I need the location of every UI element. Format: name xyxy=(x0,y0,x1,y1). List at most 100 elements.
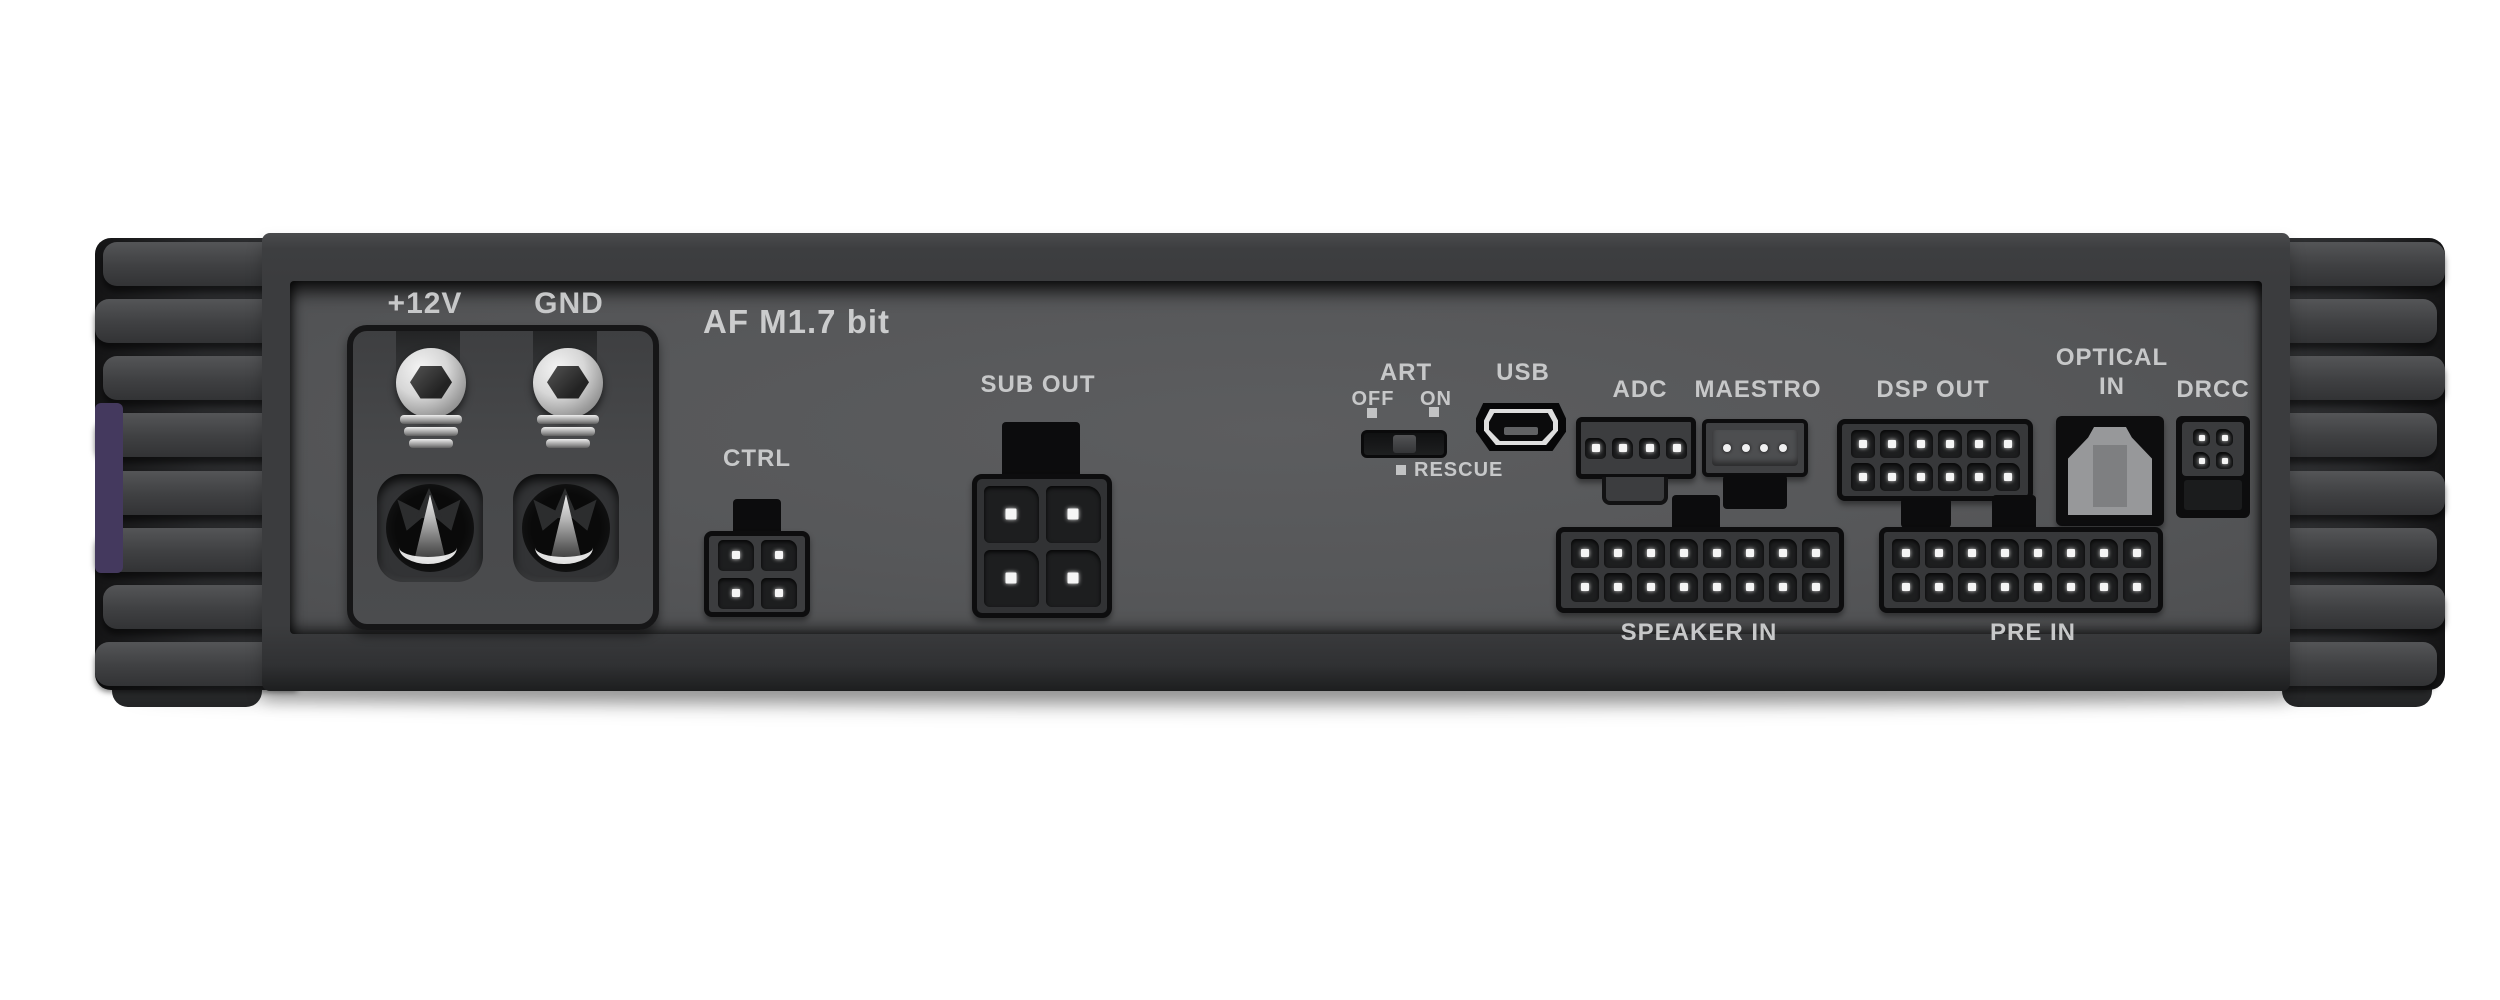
ctrl-connector-latch xyxy=(733,499,781,537)
drcc-connector xyxy=(2176,416,2250,518)
heatsink-fin xyxy=(2283,584,2445,629)
pin-socket xyxy=(1636,538,1665,568)
sub-out-label: SUB OUT xyxy=(980,371,1096,398)
pin-socket xyxy=(2089,538,2118,568)
dsp-out-connector-latch xyxy=(1901,498,1951,528)
pin-socket xyxy=(1908,462,1933,491)
pin-socket xyxy=(1966,429,1991,458)
heatsink-fin xyxy=(2283,299,2437,344)
ctrl-label: CTRL xyxy=(723,445,791,472)
heatsink-fin xyxy=(2283,641,2437,686)
adc-connector-latch xyxy=(1602,477,1668,505)
cable-clamp-12v xyxy=(377,474,483,582)
pin-socket xyxy=(1990,538,2019,568)
maestro-connector-latch xyxy=(1723,475,1787,509)
heatsink-fin xyxy=(2283,242,2445,286)
pre-in-connector-latch xyxy=(1992,495,2036,531)
pin-socket xyxy=(2023,538,2052,568)
power-terminal-block xyxy=(347,325,659,630)
pin-socket xyxy=(1666,437,1687,459)
pin-socket xyxy=(2122,572,2151,602)
pin-socket xyxy=(1850,429,1875,458)
pin-socket xyxy=(2089,572,2118,602)
pin-socket xyxy=(1924,572,1953,602)
optical-in-port xyxy=(2056,416,2164,526)
model-name: AF M1.7 bit xyxy=(703,303,891,340)
pin-socket xyxy=(1801,572,1830,602)
drcc-label: DRCC xyxy=(2176,376,2250,403)
pin-socket xyxy=(1937,462,1962,491)
pin-socket xyxy=(760,539,797,571)
pin-socket xyxy=(1702,538,1731,568)
art-on-label: ON xyxy=(1420,388,1452,410)
heatsink-fin xyxy=(2283,413,2437,458)
pre-in-label: PRE IN xyxy=(1989,619,2077,646)
pin-socket xyxy=(1937,429,1962,458)
optical-in-label-line1: OPTICAL xyxy=(2055,344,2169,371)
maestro-connector xyxy=(1702,419,1808,477)
set-screw-12v xyxy=(396,348,466,418)
pin-socket xyxy=(1768,572,1797,602)
pin-socket xyxy=(1957,572,1986,602)
pin-socket xyxy=(2216,429,2233,446)
power-positive-label: +12V xyxy=(387,287,463,320)
optical-in-label-line2: IN xyxy=(2099,373,2125,400)
pin-socket xyxy=(1735,538,1764,568)
pin-socket xyxy=(1570,572,1599,602)
pin-socket xyxy=(983,549,1039,607)
pin-socket xyxy=(1669,572,1698,602)
art-off-label: OFF xyxy=(1351,388,1395,410)
pin-socket xyxy=(1850,462,1875,491)
rescue-marker xyxy=(1396,465,1406,475)
pin-socket xyxy=(2216,452,2233,469)
pin-socket xyxy=(1908,429,1933,458)
pin-socket xyxy=(2023,572,2052,602)
pin-socket xyxy=(1045,485,1101,543)
pin-socket xyxy=(2122,538,2151,568)
pre-in-connector xyxy=(1879,527,2163,613)
pin-socket xyxy=(1891,538,1920,568)
pin-socket xyxy=(2056,538,2085,568)
pin-socket xyxy=(1990,572,2019,602)
drcc-connector-latch xyxy=(2184,480,2242,510)
pin-socket xyxy=(1995,429,2020,458)
pin-socket xyxy=(1891,572,1920,602)
pin-socket xyxy=(1636,572,1665,602)
ctrl-connector xyxy=(704,531,810,617)
sub-out-connector xyxy=(972,474,1112,618)
pin-socket xyxy=(983,485,1039,543)
pin-socket xyxy=(1801,538,1830,568)
heatsink-fin xyxy=(2283,527,2437,572)
pin-socket xyxy=(2056,572,2085,602)
pin-socket xyxy=(1768,538,1797,568)
art-switch-knob xyxy=(1393,435,1416,453)
pin-socket xyxy=(1735,572,1764,602)
heatsink-fin xyxy=(2283,356,2445,401)
adc-label: ADC xyxy=(1612,376,1668,403)
pin-socket xyxy=(1995,462,2020,491)
pin-socket xyxy=(2193,429,2210,446)
pin-socket xyxy=(1570,538,1599,568)
pin-socket xyxy=(760,577,797,609)
pin-socket xyxy=(1966,462,1991,491)
pin-socket xyxy=(1612,437,1633,459)
art-on-marker xyxy=(1429,407,1439,417)
maestro-label: MAESTRO xyxy=(1694,376,1822,403)
speaker-in-label: SPEAKER IN xyxy=(1620,619,1778,646)
art-slide-switch xyxy=(1361,430,1447,458)
pin-socket xyxy=(1924,538,1953,568)
rescue-label: RESCUE xyxy=(1414,459,1504,481)
pin-socket xyxy=(2193,452,2210,469)
pin-socket xyxy=(1045,549,1101,607)
usb-port xyxy=(1476,403,1566,451)
speaker-in-connector-latch xyxy=(1672,495,1720,531)
pin-socket xyxy=(1879,429,1904,458)
pin-socket xyxy=(1639,437,1660,459)
set-screw-gnd xyxy=(533,348,603,418)
art-off-marker xyxy=(1367,408,1377,418)
purple-accent-strip xyxy=(95,403,123,573)
speaker-in-connector xyxy=(1556,527,1844,613)
pin-socket xyxy=(717,577,754,609)
power-ground-label: GND xyxy=(534,287,604,320)
